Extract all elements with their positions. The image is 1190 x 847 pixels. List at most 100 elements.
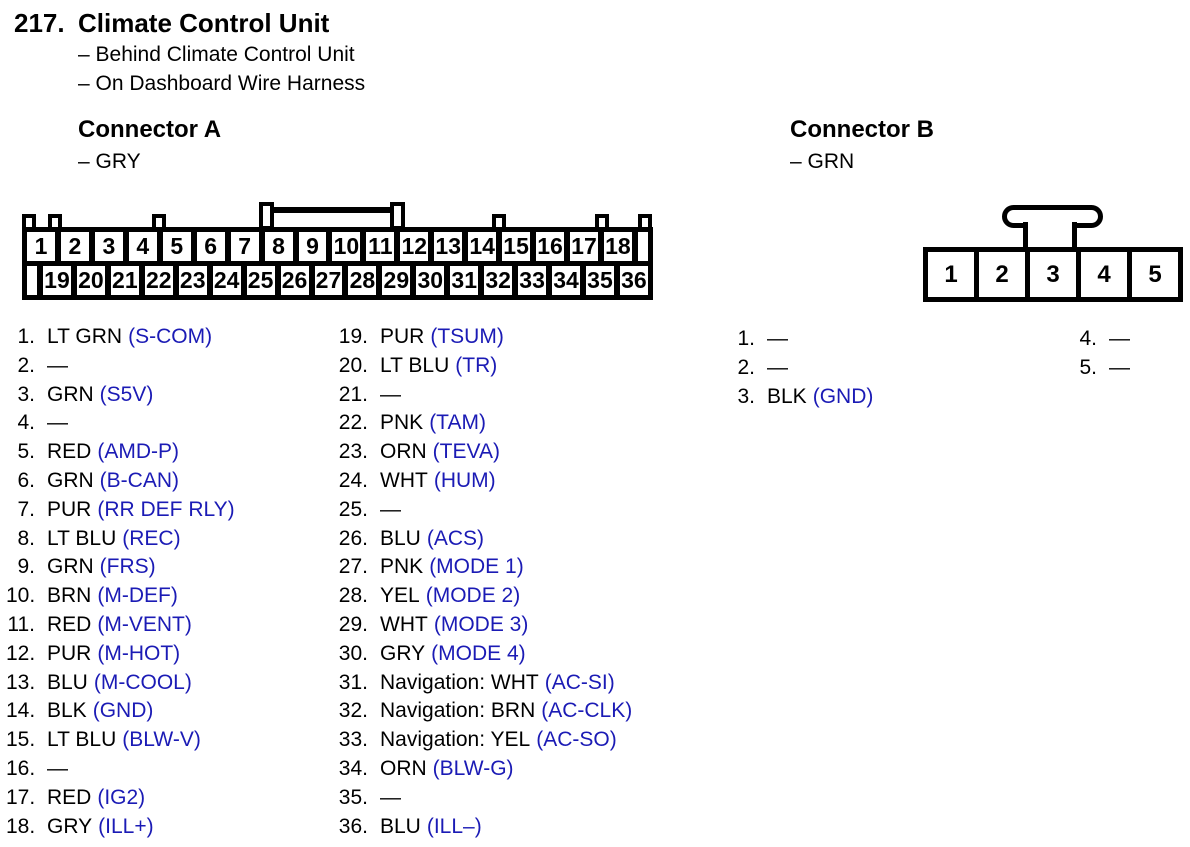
connector-pin-cell: 25	[246, 266, 275, 295]
pin-number: 22.	[338, 411, 368, 435]
pin-cell-number: 3	[1046, 260, 1060, 288]
pin-wire-color: GRY	[47, 814, 93, 838]
pin-number: 32.	[338, 699, 368, 723]
pin-signal-name: (ILL+)	[98, 814, 154, 838]
pin-cell-number: 33	[519, 267, 545, 293]
pin-cell-number: 28	[349, 267, 376, 293]
pin-number: 9.	[17, 555, 35, 579]
pin-cell-number: 23	[179, 267, 206, 293]
pin-number: 20.	[338, 353, 368, 377]
pin-number: 21.	[338, 382, 368, 406]
pin-signal-name: (TAM)	[429, 411, 486, 435]
connector-pin-cell: 3	[94, 232, 123, 261]
pin-cell-number: 30	[417, 267, 444, 293]
connector-pin-cell: 35	[586, 266, 614, 295]
pin-wire-color: —	[380, 382, 401, 406]
pin-number: 4.	[1079, 327, 1097, 350]
pin-cell-number: 2	[68, 233, 82, 259]
pin-number: 17.	[6, 785, 36, 809]
page-title: Climate Control Unit	[78, 8, 330, 38]
connector-pin-cell: 8	[264, 232, 293, 261]
connector-pin-cell: 27	[314, 266, 343, 295]
pin-number: 12.	[6, 641, 36, 665]
pin-wire-color: ORN	[380, 440, 427, 464]
pin-wire-color: PUR	[47, 497, 92, 521]
pin-number: 26.	[338, 526, 368, 550]
pin-number: 5.	[17, 440, 35, 464]
pin-cell-number: 14	[469, 233, 495, 259]
pin-number: 15.	[6, 728, 36, 752]
pin-signal-name: (M-VENT)	[97, 612, 192, 636]
pin-row: 31. Navigation: WHT (AC-SI)	[330, 669, 632, 698]
pin-number: 16.	[6, 756, 36, 780]
pin-cell-number: 4	[136, 233, 150, 259]
pin-row: 20. LT BLU (TR)	[330, 352, 632, 381]
connector-pin-cell: 21	[110, 266, 139, 295]
connector-pin-cell: 2	[60, 232, 89, 261]
pin-signal-name: (M-HOT)	[97, 641, 181, 665]
connector-pin-cell: 32	[484, 266, 513, 295]
pin-row: 23. ORN (TEVA)	[330, 438, 632, 467]
pin-cell-number: 29	[383, 267, 410, 293]
connector-pin-cell: 18	[603, 232, 632, 261]
pin-signal-name: (AC-CLK)	[541, 699, 633, 723]
pin-wire-color: PUR	[380, 325, 425, 348]
pin-cell-number: 15	[503, 233, 529, 259]
pin-wire-color: YEL	[380, 584, 420, 608]
pin-wire-color: Navigation: WHT	[380, 670, 539, 694]
pin-cell-number: 5	[170, 233, 184, 259]
pin-number: 8.	[17, 526, 35, 550]
pin-signal-name: (M-DEF)	[97, 584, 178, 608]
pin-signal-name: (S5V)	[99, 382, 154, 406]
pin-row: 13. BLU (M-COOL)	[6, 669, 235, 698]
connector-b-pin-list-col1: 1. — 2. — 3. BLK (GND)	[725, 325, 873, 411]
pin-number: 5.	[1079, 355, 1097, 379]
connector-pin-cell: 6	[196, 232, 225, 261]
connector-pin-cell: 17	[570, 232, 598, 261]
latch-bar	[272, 207, 392, 213]
pin-number: 14.	[6, 699, 36, 723]
pin-wire-color: —	[380, 497, 401, 521]
pin-cell-number: 4	[1097, 260, 1111, 288]
connector-pin-cell: 9	[298, 232, 327, 261]
pin-wire-color: LT GRN	[47, 325, 123, 348]
pin-wire-color: BRN	[47, 584, 92, 608]
latch-post	[390, 202, 405, 230]
pin-wire-color: LT BLU	[47, 728, 117, 752]
pin-wire-color: —	[767, 327, 788, 350]
pin-number: 31.	[338, 670, 368, 694]
connector-pin-cell: 5	[162, 232, 191, 261]
connector-pin-cell: 28	[348, 266, 377, 295]
pin-wire-color: RED	[47, 612, 92, 636]
pin-row: 4. —	[1063, 325, 1130, 354]
pin-signal-name: (MODE 4)	[431, 641, 526, 665]
pin-number: 27.	[338, 555, 368, 579]
pin-signal-name: (AMD-P)	[97, 440, 179, 464]
pin-wire-color: —	[47, 411, 68, 435]
pin-signal-name: (IG2)	[97, 785, 146, 809]
pin-signal-name: (AC-SO)	[536, 728, 617, 752]
pin-cell-number: 13	[435, 233, 462, 259]
pin-number: 13.	[6, 670, 36, 694]
pin-number: 7.	[17, 497, 35, 521]
pin-row: 15. LT BLU (BLW-V)	[6, 726, 235, 755]
pin-cell-number: 35	[587, 267, 613, 293]
pin-wire-color: —	[380, 785, 401, 809]
pin-signal-name: (MODE 3)	[433, 612, 529, 636]
pin-signal-name: (FRS)	[99, 555, 156, 579]
pin-wire-color: Navigation: YEL	[380, 728, 531, 752]
connector-a-heading: Connector A	[78, 116, 222, 143]
connector-pin-cell: 31	[450, 266, 479, 295]
pin-row: 24. WHT (HUM)	[330, 467, 632, 496]
pin-row: 3. GRN (S5V)	[6, 381, 235, 410]
pin-number: 6.	[17, 468, 35, 492]
pin-row: 6. GRN (B-CAN)	[6, 467, 235, 496]
pin-signal-name: (S-COM)	[128, 325, 213, 348]
pin-wire-color: LT BLU	[47, 526, 117, 550]
pin-signal-name: (ILL–)	[426, 814, 482, 838]
pin-signal-name: (B-CAN)	[99, 468, 179, 492]
